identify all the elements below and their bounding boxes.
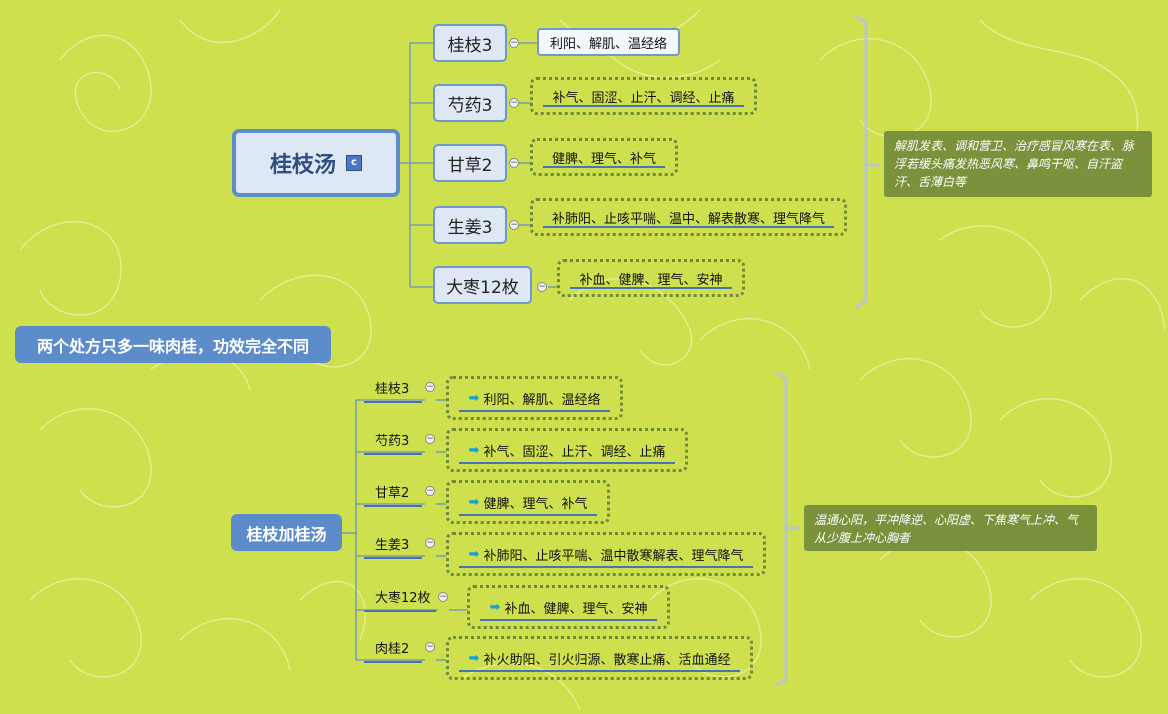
effect-text: 补气、固涩、止汗、调经、止痛 — [483, 444, 666, 460]
root-label: 桂枝汤 — [269, 153, 336, 178]
collapse-icon[interactable]: − — [509, 98, 519, 108]
effect-text: 补火助阳、引火归源、散寒止痛、活血通经 — [483, 652, 731, 668]
effect-node[interactable]: ➡健脾、理气、补气 — [446, 480, 610, 524]
arrow-right-icon: ➡ — [489, 599, 501, 615]
effect-node[interactable]: 补气、固涩、止汗、调经、止痛 — [530, 77, 757, 115]
herb-text: 桂枝3 — [375, 382, 410, 397]
herb-node-guizhi[interactable]: 桂枝3 — [433, 24, 507, 62]
herb-label: 大枣12枚 — [446, 277, 519, 298]
effect-text: 健脾、理气、补气 — [551, 151, 656, 167]
collapse-icon[interactable]: − — [425, 434, 435, 444]
effect-node[interactable]: ➡补肺阳、止咳平喘、温中散寒解表、理气降气 — [446, 532, 766, 576]
herb-text: 大枣12枚 — [375, 591, 431, 606]
herb-node-shengjiang[interactable]: 生姜3 — [433, 206, 507, 244]
arrow-right-icon: ➡ — [468, 650, 480, 666]
herb-label-gancao[interactable]: 甘草2 — [364, 485, 422, 507]
summary-text: 温通心阳，平冲降逆、心阳虚、下焦寒气上冲、气从少腹上冲心胸者 — [814, 513, 1079, 545]
arrow-right-icon: ➡ — [468, 442, 480, 458]
effect-node[interactable]: 补血、健脾、理气、安神 — [557, 259, 745, 297]
collapse-icon[interactable]: − — [509, 38, 519, 48]
effect-text: 利阳、解肌、温经络 — [483, 392, 601, 408]
title-text: 两个处方只多一味肉桂，功效完全不同 — [36, 336, 309, 356]
effect-node[interactable]: 健脾、理气、补气 — [530, 138, 678, 176]
herb-label-guizhi[interactable]: 桂枝3 — [364, 381, 422, 403]
root-node-guizhi-jiagui-tang[interactable]: 桂枝加桂汤 — [231, 514, 342, 551]
collapse-icon[interactable]: − — [509, 158, 519, 168]
effect-node[interactable]: ➡补气、固涩、止汗、调经、止痛 — [446, 428, 688, 472]
herb-node-shaoyao[interactable]: 芍药3 — [433, 84, 507, 122]
herb-label: 桂枝3 — [447, 35, 493, 56]
herb-text: 肉桂2 — [375, 642, 410, 657]
effect-node[interactable]: 利阳、解肌、温经络 — [537, 28, 680, 56]
effect-text: 补血、健脾、理气、安神 — [579, 272, 723, 288]
summary-note[interactable]: 温通心阳，平冲降逆、心阳虚、下焦寒气上冲、气从少腹上冲心胸者 — [804, 505, 1097, 551]
herb-text: 芍药3 — [375, 434, 410, 449]
summary-text: 解肌发表、调和营卫、治疗感冒风寒在表、脉浮若缓头痛发热恶风寒、鼻鸣干呕、自汗盗汗… — [894, 139, 1135, 189]
comparison-title[interactable]: 两个处方只多一味肉桂，功效完全不同 — [15, 326, 331, 363]
root-node-guizhi-tang[interactable]: 桂枝汤 c — [232, 129, 400, 197]
herb-node-gancao[interactable]: 甘草2 — [433, 144, 507, 182]
root-label: 桂枝加桂汤 — [246, 524, 327, 544]
effect-text: 补血、健脾、理气、安神 — [504, 601, 648, 617]
herb-label-rougui[interactable]: 肉桂2 — [364, 641, 422, 663]
collapse-icon[interactable]: − — [438, 592, 448, 602]
herb-label-shaoyao[interactable]: 芍药3 — [364, 433, 422, 455]
effect-text: 补肺阳、止咳平喘、温中散寒解表、理气降气 — [483, 548, 744, 564]
arrow-right-icon: ➡ — [468, 494, 480, 510]
effect-text: 补气、固涩、止汗、调经、止痛 — [552, 90, 735, 106]
herb-label: 生姜3 — [447, 217, 493, 238]
collapse-icon[interactable]: − — [425, 642, 435, 652]
herb-text: 生姜3 — [375, 538, 410, 553]
arrow-right-icon: ➡ — [468, 546, 480, 562]
herb-label-dazao[interactable]: 大枣12枚 — [364, 590, 436, 612]
comment-marker-icon[interactable]: c — [346, 155, 362, 171]
collapse-icon[interactable]: − — [509, 220, 519, 230]
arrow-right-icon: ➡ — [468, 390, 480, 406]
effect-node[interactable]: ➡补血、健脾、理气、安神 — [467, 585, 670, 629]
herb-label: 芍药3 — [447, 95, 493, 116]
herb-node-dazao[interactable]: 大枣12枚 — [433, 266, 532, 304]
summary-note[interactable]: 解肌发表、调和营卫、治疗感冒风寒在表、脉浮若缓头痛发热恶风寒、鼻鸣干呕、自汗盗汗… — [884, 131, 1152, 197]
herb-text: 甘草2 — [375, 486, 410, 501]
effect-text: 补肺阳、止咳平喘、温中、解表散寒、理气降气 — [551, 211, 825, 227]
effect-node[interactable]: ➡补火助阳、引火归源、散寒止痛、活血通经 — [446, 636, 753, 680]
effect-text: 健脾、理气、补气 — [483, 496, 588, 512]
collapse-icon[interactable]: − — [425, 486, 435, 496]
collapse-icon[interactable]: − — [425, 538, 435, 548]
collapse-icon[interactable]: − — [537, 282, 547, 292]
effect-node[interactable]: ➡利阳、解肌、温经络 — [446, 376, 623, 420]
effect-node[interactable]: 补肺阳、止咳平喘、温中、解表散寒、理气降气 — [530, 198, 847, 236]
effect-text: 利阳、解肌、温经络 — [549, 36, 667, 52]
collapse-icon[interactable]: − — [425, 382, 435, 392]
herb-label: 甘草2 — [447, 155, 493, 176]
herb-label-shengjiang[interactable]: 生姜3 — [364, 537, 422, 559]
